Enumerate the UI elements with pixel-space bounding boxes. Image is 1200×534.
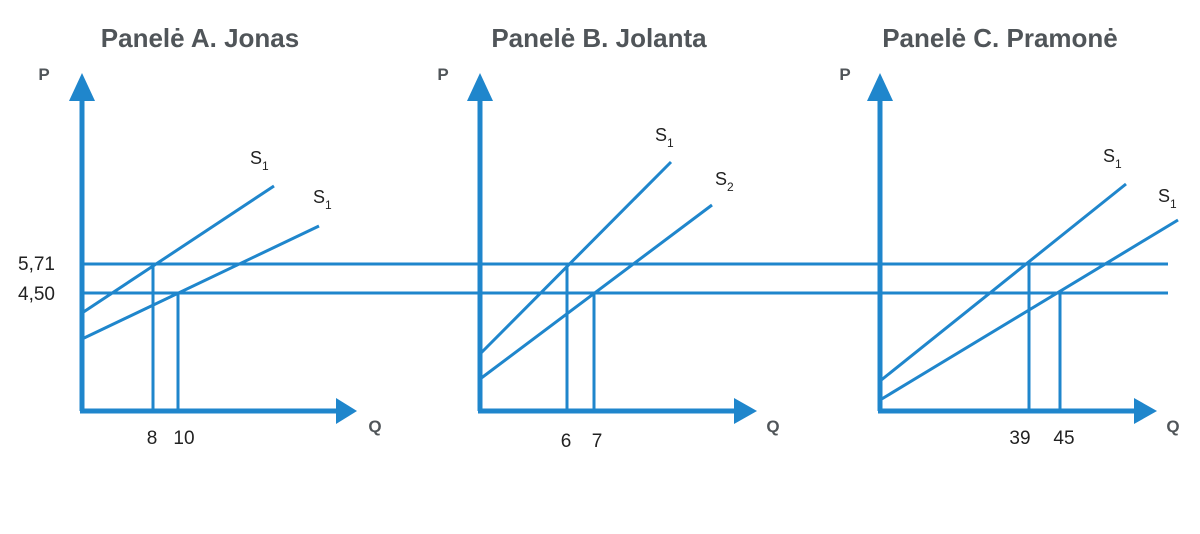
quantity-tick-label: 45 xyxy=(1053,428,1074,449)
x-axis-arrow-icon xyxy=(336,398,357,424)
panel-title: Panelė A. Jonas xyxy=(101,23,299,53)
supply-curve-label-1: S1 xyxy=(1158,186,1177,211)
supply-curve-label-0: S1 xyxy=(250,148,269,173)
price-label-high: 5,71 xyxy=(18,254,55,275)
quantity-tick-label: 39 xyxy=(1009,428,1030,449)
x-axis-label: Q xyxy=(1166,417,1179,436)
quantity-tick-label: 8 xyxy=(147,428,158,449)
supply-curve-1 xyxy=(81,224,320,341)
supply-curve-label-1: S2 xyxy=(715,169,734,194)
supply-curve-0 xyxy=(478,160,673,356)
supply-curve-label-0: S1 xyxy=(655,125,674,150)
quantity-tick-label: 6 xyxy=(561,431,572,452)
y-axis-label: P xyxy=(38,65,49,84)
x-axis-label: Q xyxy=(368,417,381,436)
y-axis-arrow-icon xyxy=(69,73,95,101)
x-axis-arrow-icon xyxy=(734,398,757,424)
x-axis-label: Q xyxy=(766,417,779,436)
panel-title: Panelė B. Jolanta xyxy=(491,23,707,53)
price-label-low: 4,50 xyxy=(18,284,55,305)
quantity-tick-label: 7 xyxy=(592,431,603,452)
quantity-tick-label: 10 xyxy=(173,428,194,449)
x-axis-arrow-icon xyxy=(1134,398,1157,424)
supply-curve-label-0: S1 xyxy=(1103,146,1122,171)
y-axis-arrow-icon xyxy=(467,73,493,101)
supply-curve-0 xyxy=(879,182,1127,383)
y-axis-label: P xyxy=(839,65,850,84)
y-axis-arrow-icon xyxy=(867,73,893,101)
supply-curve-label-1: S1 xyxy=(313,187,332,212)
y-axis-label: P xyxy=(437,65,448,84)
panel-title: Panelė C. Pramonė xyxy=(882,23,1118,53)
